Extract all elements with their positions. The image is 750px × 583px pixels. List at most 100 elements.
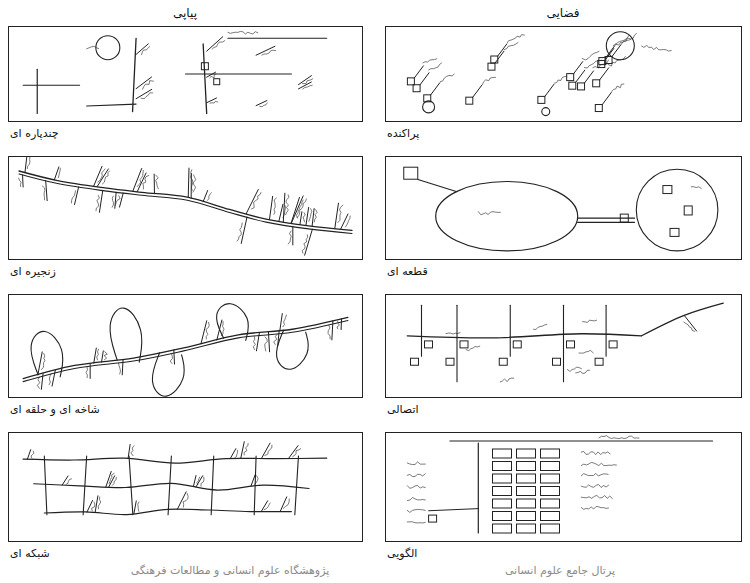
panel-frame xyxy=(385,432,742,542)
handwritten-scribble xyxy=(684,322,695,331)
building-mark xyxy=(517,524,536,533)
building-mark xyxy=(491,56,498,63)
side-street xyxy=(46,181,47,201)
side-street xyxy=(54,167,58,180)
handwritten-scribble xyxy=(283,206,285,218)
map-panel: شبکه ای xyxy=(8,432,363,562)
network-street xyxy=(34,483,309,490)
building-mark xyxy=(663,186,672,194)
handwritten-scribble xyxy=(440,74,454,82)
building-mark xyxy=(517,487,536,496)
handwritten-scribble xyxy=(581,485,608,488)
handwritten-scribble xyxy=(567,367,581,371)
handwritten-scribble xyxy=(303,85,313,89)
handwritten-scribble xyxy=(286,195,289,215)
panel-caption: الگویی xyxy=(385,546,419,562)
building-mark xyxy=(553,358,561,365)
handwritten-scribble xyxy=(170,354,172,364)
handwritten-scribble xyxy=(274,198,276,214)
side-street xyxy=(335,203,339,228)
handwritten-scribble xyxy=(407,474,425,477)
handwritten-scribble xyxy=(235,450,238,458)
handwritten-scribble xyxy=(71,191,75,203)
building-mark xyxy=(517,474,536,483)
building-mark xyxy=(413,85,420,92)
main-road xyxy=(19,171,352,230)
panel-caption: چندپاره ای xyxy=(8,126,61,142)
side-street xyxy=(115,192,116,208)
building-mark xyxy=(488,63,495,70)
side-street xyxy=(341,319,342,330)
handwritten-scribble xyxy=(58,168,60,177)
road-line xyxy=(429,509,479,511)
side-street xyxy=(27,450,30,460)
handwritten-scribble xyxy=(143,81,154,90)
side-street xyxy=(173,350,175,364)
panel-frame xyxy=(385,294,742,398)
place-circle xyxy=(96,36,120,60)
side-street xyxy=(99,191,102,213)
side-street xyxy=(602,93,611,105)
handwritten-scribble xyxy=(92,502,95,511)
handwritten-scribble xyxy=(265,337,267,351)
handwritten-scribble xyxy=(210,74,216,78)
loop-street xyxy=(31,331,63,376)
handwritten-scribble xyxy=(87,46,99,48)
building-mark xyxy=(493,474,512,483)
building-mark xyxy=(595,105,602,112)
handwritten-scribble xyxy=(582,51,599,60)
handwritten-scribble xyxy=(31,451,34,458)
building-mark xyxy=(404,167,418,179)
handwritten-scribble xyxy=(262,50,276,55)
side-street xyxy=(230,449,236,459)
building-mark xyxy=(425,341,433,348)
side-street xyxy=(52,370,55,386)
road-line xyxy=(186,73,292,74)
handwritten-scribble xyxy=(210,101,218,103)
side-street xyxy=(251,475,255,487)
handwritten-scribble xyxy=(303,213,305,222)
handwritten-scribble xyxy=(41,353,45,369)
side-street xyxy=(576,70,585,82)
handwritten-scribble xyxy=(576,370,590,373)
handwritten-scribble xyxy=(112,196,113,207)
side-street xyxy=(25,157,27,172)
side-street xyxy=(134,501,136,514)
handwritten-scribble xyxy=(314,210,317,222)
handwritten-scribble xyxy=(504,43,518,50)
handwritten-scribble xyxy=(642,45,672,51)
network-street xyxy=(129,456,133,515)
handwritten-scribble xyxy=(142,47,150,55)
building-mark xyxy=(541,512,560,521)
sketch-map xyxy=(9,27,362,121)
handwritten-scribble xyxy=(66,479,71,484)
handwritten-scribble xyxy=(265,445,272,455)
column-heading: فضایی xyxy=(543,5,582,21)
building-mark xyxy=(460,341,468,348)
building-mark xyxy=(593,80,600,87)
building-mark xyxy=(493,499,512,508)
side-street xyxy=(122,359,124,374)
column-heading: پیاپی xyxy=(170,5,200,21)
side-street xyxy=(684,315,696,331)
building-mark xyxy=(411,358,419,365)
map-panel: زنجیره ای xyxy=(8,156,363,280)
handwritten-scribble xyxy=(691,187,701,189)
building-mark xyxy=(595,358,603,365)
handwritten-scribble xyxy=(554,76,566,83)
side-street xyxy=(136,89,152,98)
loop-street xyxy=(152,353,184,396)
building-mark xyxy=(517,462,536,471)
building-mark xyxy=(541,524,560,533)
handwritten-scribble xyxy=(221,321,224,335)
handwritten-scribble xyxy=(346,216,351,227)
panel-caption: پراکنده xyxy=(385,126,421,142)
building-mark xyxy=(446,358,454,365)
road-line xyxy=(456,305,457,382)
side-street xyxy=(312,209,314,227)
side-street xyxy=(414,66,423,78)
building-mark xyxy=(407,78,414,85)
handwritten-scribble xyxy=(579,350,593,353)
side-street xyxy=(133,168,142,191)
building-mark xyxy=(541,499,560,508)
